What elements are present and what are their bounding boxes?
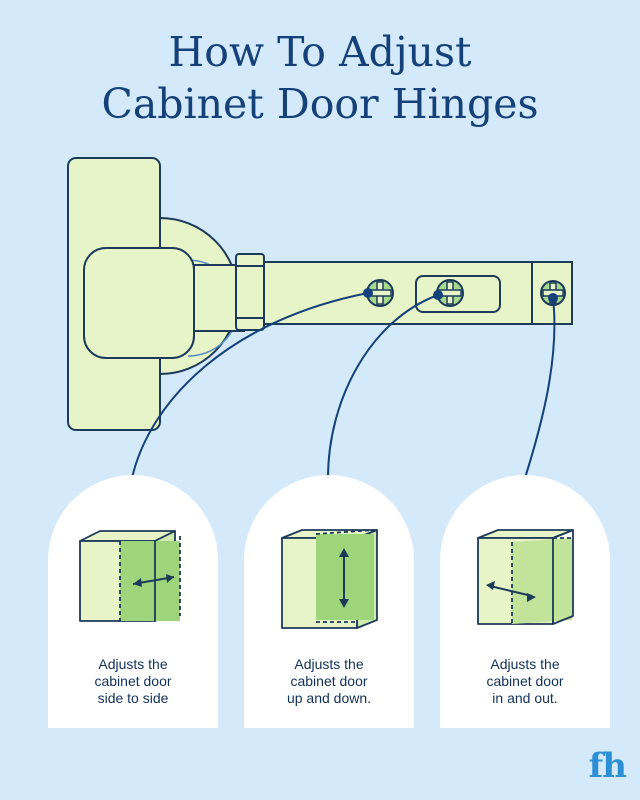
caption-3-line-1: Adjusts the	[490, 656, 560, 672]
brand-logo: fh	[588, 746, 627, 786]
box-side-to-side	[79, 530, 181, 622]
title-line-1: How To Adjust	[168, 28, 472, 76]
caption-side-to-side: Adjusts the cabinet door side to side	[53, 656, 213, 707]
caption-2-line-2: cabinet door	[290, 673, 368, 689]
caption-1-line-3: side to side	[97, 690, 169, 706]
caption-in-and-out: Adjusts the cabinet door in and out.	[445, 656, 605, 707]
screw-side-to-side	[366, 279, 394, 307]
page-title: How To Adjust Cabinet Door Hinges	[0, 26, 640, 130]
leader-line-2	[327, 294, 439, 479]
caption-1-line-1: Adjusts the	[98, 656, 168, 672]
box-in-and-out	[477, 529, 574, 625]
caption-2-line-3: up and down.	[286, 690, 372, 706]
caption-3-line-3: in and out.	[492, 690, 558, 706]
leader-dot-2	[433, 290, 443, 300]
box-up-and-down	[281, 529, 378, 629]
caption-3-line-2: cabinet door	[486, 673, 564, 689]
caption-1-line-2: cabinet door	[94, 673, 172, 689]
hinge-arm	[235, 253, 573, 331]
leader-line-3	[524, 297, 556, 479]
leader-dot-3	[548, 293, 558, 303]
leader-line-1	[131, 292, 369, 479]
caption-up-and-down: Adjusts the cabinet door up and down.	[249, 656, 409, 707]
hinge-cup-plate	[67, 157, 245, 431]
leader-dot-1	[363, 288, 373, 298]
caption-2-line-1: Adjusts the	[294, 656, 364, 672]
title-line-2: Cabinet Door Hinges	[101, 80, 539, 128]
